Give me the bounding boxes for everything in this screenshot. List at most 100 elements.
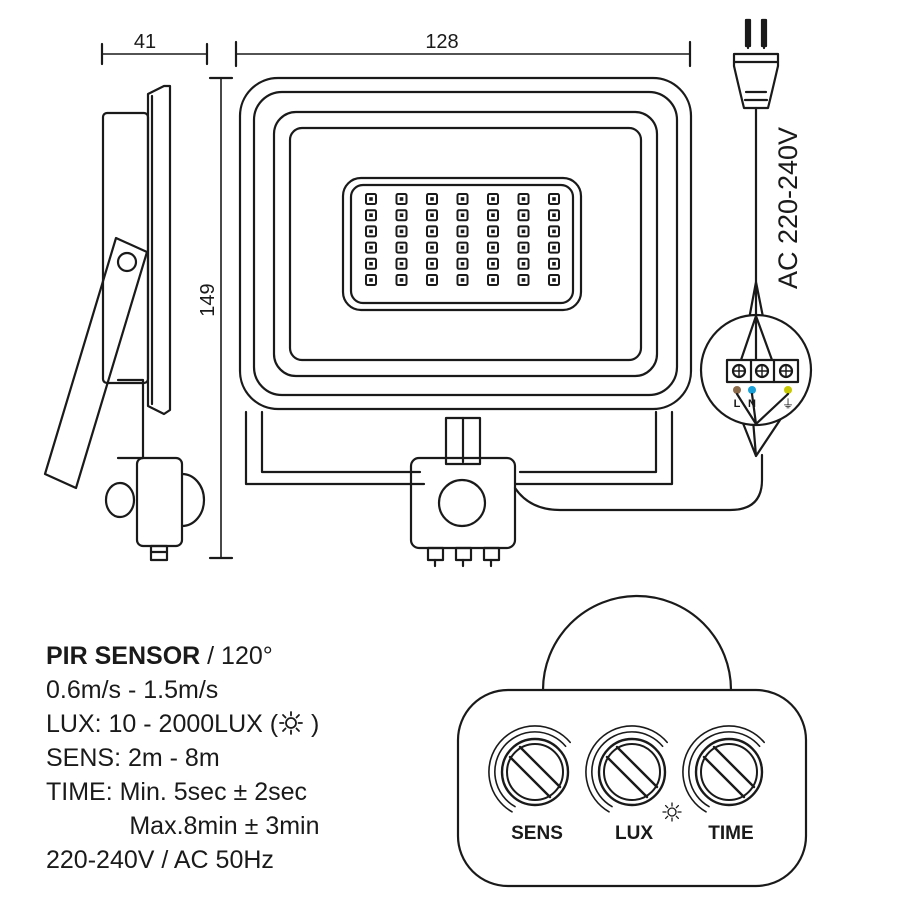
side-view-sensor-body [135,456,184,548]
spec-pir: PIR SENSOR / 120° [46,640,273,673]
knob-scale-outer [682,725,765,813]
terminal-screw-pe [778,363,794,379]
knob-slot [508,745,562,799]
led-chip-core [399,245,404,250]
led-chip [365,257,377,270]
wire-dot-l [733,386,741,394]
led-chip-core [430,213,434,217]
led-chip-core [552,262,556,266]
led-chip-core [521,213,526,217]
led-chip [365,241,377,254]
knob-face [506,743,564,801]
terminal-screw-n [754,363,770,379]
led-chip [548,225,560,238]
sensor-knobs-bottom [426,546,501,568]
led-chip [365,225,377,238]
sun-icon [662,802,682,822]
led-chip-core [369,262,373,266]
knob-label-lux: LUX [615,823,653,844]
terminal-label-pe: ⏚ [782,397,794,411]
led-chip [548,209,560,222]
led-chip-core [491,278,495,282]
led-chip-core [491,213,495,217]
led-chip [487,209,499,222]
led-chip-core [430,262,434,266]
led-chip-core [460,229,465,234]
led-chip-core [460,245,465,250]
side-view-heatsink [101,111,150,385]
led-chip [487,257,499,270]
led-chip-core [552,245,556,250]
plug-body [732,52,780,110]
led-chip-core [460,262,465,266]
terminal-block: L N ⏚ [699,313,813,427]
led-chip-core [460,213,465,217]
dimension-41-label: 41 [134,31,156,53]
knob-sens[interactable] [488,725,571,813]
led-chip-core [491,262,495,266]
knob-label-time: TIME [708,823,753,844]
led-chip [426,257,438,270]
led-chip [456,257,469,270]
knob-scale-inner [494,731,567,808]
led-chip-core [552,278,556,282]
led-chip [548,193,560,205]
front-view [238,76,764,568]
led-chip-core [552,213,556,217]
wire-fan-bottom-inner [735,392,790,426]
voltage-label: AC 220-240V [773,127,803,289]
side-view-sensor-dome [180,472,206,528]
led-chip [395,193,408,205]
led-chip-core [491,229,495,234]
spec-speed: 0.6m/s - 1.5m/s [46,676,219,704]
spec-pir-title: PIR SENSOR [46,642,201,670]
front-outer-frame [238,76,693,411]
sensor-housing [409,456,517,550]
led-chip-core [399,229,404,234]
led-chip [365,193,377,205]
led-chip-core [491,197,495,201]
terminal-label-l: L [734,398,741,410]
knob-face [700,743,758,801]
knob-lux[interactable] [585,725,668,813]
led-chip [456,193,469,205]
led-chip [395,257,408,270]
sensor-panel: SENS LUX TIME [456,594,808,888]
led-chip-core [552,229,556,234]
front-glass-inner [288,126,643,362]
led-chip [487,193,499,205]
led-chip-core [369,245,373,250]
dimension-128-label: 128 [425,31,458,53]
spec-voltage: 220-240V / AC 50Hz [46,846,274,874]
led-chip [395,241,408,254]
led-chip-core [430,278,434,282]
led-chip [456,274,469,286]
knob-scale-inner [688,731,761,808]
led-chip-core [369,229,373,234]
led-chip [487,225,499,238]
led-chip [426,193,438,205]
led-chip [517,209,530,222]
led-chip-core [369,213,373,217]
led-chip-core [399,278,404,282]
spec-lux-suffix: ) [304,710,320,738]
led-chip [395,225,408,238]
spec-time-max: Max.8min ± 3min [46,812,320,840]
led-chip [365,209,377,222]
wire-dot-n [748,386,756,394]
sensor-knobs [488,725,765,813]
led-chip-core [430,229,434,234]
led-chip-core [430,245,434,250]
led-chip [548,274,560,286]
knob-time[interactable] [682,725,765,813]
knob-label-sens: SENS [511,823,563,844]
led-chip [487,274,499,286]
knob-scale-inner [591,731,664,808]
side-view [43,84,206,562]
led-chip-core [552,197,556,201]
led-chip-core [369,197,373,201]
knob-face [603,743,661,801]
led-chip-core [399,262,404,266]
spec-time-min: TIME: Min. 5sec ± 2sec [46,778,308,806]
